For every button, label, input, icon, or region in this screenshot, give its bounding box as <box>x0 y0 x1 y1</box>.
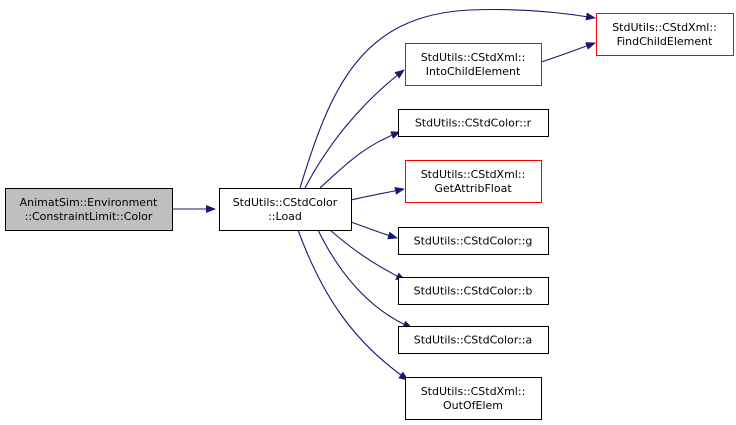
node-color: AnimatSim::Environment::ConstraintLimit:… <box>5 188 173 231</box>
edge-into-to-find <box>540 42 596 63</box>
node-label: StdUtils::CStdXml:: <box>612 21 717 34</box>
node-box <box>596 13 734 56</box>
node-outof[interactable]: StdUtils::CStdXml::OutOfElem <box>405 377 542 420</box>
node-label: StdUtils::CStdColor <box>233 196 338 209</box>
node-box <box>405 43 542 86</box>
node-label: StdUtils::CStdColor::a <box>414 334 533 347</box>
edge-load-to-outof <box>297 229 409 381</box>
node-label: StdUtils::CStdColor::b <box>414 285 533 298</box>
node-label: OutOfElem <box>443 399 503 412</box>
node-box <box>398 326 549 354</box>
node-label: StdUtils::CStdColor::r <box>415 117 532 130</box>
node-label: FindChildElement <box>617 35 714 48</box>
node-b[interactable]: StdUtils::CStdColor::b <box>398 277 549 305</box>
node-label: AnimatSim::Environment <box>20 196 158 209</box>
node-label: GetAttribFloat <box>434 182 512 195</box>
node-box <box>398 277 549 305</box>
node-getattr[interactable]: StdUtils::CStdXml::GetAttribFloat <box>405 160 542 203</box>
node-box <box>5 188 173 231</box>
edge-load-to-r <box>319 131 401 189</box>
edges-layer <box>172 8 596 381</box>
edge-load-to-getattr <box>350 186 405 201</box>
edge-load-to-a <box>317 229 413 329</box>
edge-load-to-into <box>304 69 405 189</box>
edge-load-to-find <box>299 8 596 189</box>
node-load[interactable]: StdUtils::CStdColor::Load <box>219 188 352 231</box>
node-box <box>398 109 549 137</box>
node-box <box>405 377 542 420</box>
node-label: IntoChildElement <box>426 65 521 78</box>
node-label: ::ConstraintLimit::Color <box>25 210 153 223</box>
node-a[interactable]: StdUtils::CStdColor::a <box>398 326 549 354</box>
node-label: StdUtils::CStdXml:: <box>421 385 526 398</box>
edge-load-to-b <box>329 229 406 281</box>
node-label: StdUtils::CStdXml:: <box>421 168 526 181</box>
node-box <box>398 227 549 255</box>
node-r[interactable]: StdUtils::CStdColor::r <box>398 109 549 137</box>
node-find[interactable]: StdUtils::CStdXml::FindChildElement <box>596 13 734 56</box>
edge-load-to-g <box>350 221 398 240</box>
node-label: StdUtils::CStdColor::g <box>414 235 533 248</box>
node-box <box>219 188 352 231</box>
nodes-layer: AnimatSim::Environment::ConstraintLimit:… <box>5 13 734 420</box>
node-into[interactable]: StdUtils::CStdXml::IntoChildElement <box>405 43 542 86</box>
node-g[interactable]: StdUtils::CStdColor::g <box>398 227 549 255</box>
node-box <box>405 160 542 203</box>
node-label: StdUtils::CStdXml:: <box>421 51 526 64</box>
node-label: ::Load <box>268 210 302 223</box>
